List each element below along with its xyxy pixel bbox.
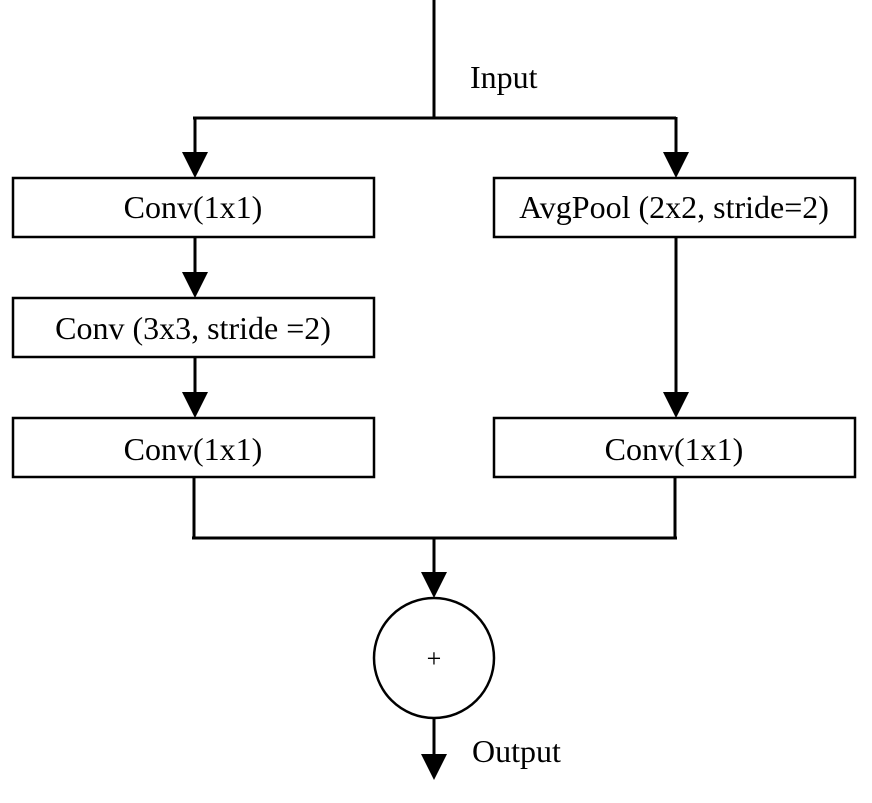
output-label: Output: [472, 733, 561, 769]
left-conv2-label: Conv (3x3, stride =2): [55, 310, 331, 346]
left-conv1-box: [11, 176, 376, 239]
arrow-to-left-conv2: [182, 272, 208, 298]
right-conv-label: Conv(1x1): [605, 431, 744, 467]
arrow-to-right-conv: [663, 392, 689, 418]
right-avgpool-label: AvgPool (2x2, stride=2): [519, 189, 829, 225]
arrow-to-sum: [421, 572, 447, 598]
left-conv3-label: Conv(1x1): [124, 431, 263, 467]
right-conv-box: [492, 416, 857, 479]
arrow-to-left-conv1: [182, 152, 208, 178]
arrow-output: [421, 754, 447, 780]
left-conv1-label: Conv(1x1): [124, 189, 263, 225]
left-conv3-box: [11, 416, 376, 479]
plus-symbol: +: [427, 644, 442, 673]
arrow-to-right-pool: [663, 152, 689, 178]
input-label: Input: [470, 59, 538, 95]
left-conv2-box: [11, 296, 376, 359]
arrow-to-left-conv3: [182, 392, 208, 418]
